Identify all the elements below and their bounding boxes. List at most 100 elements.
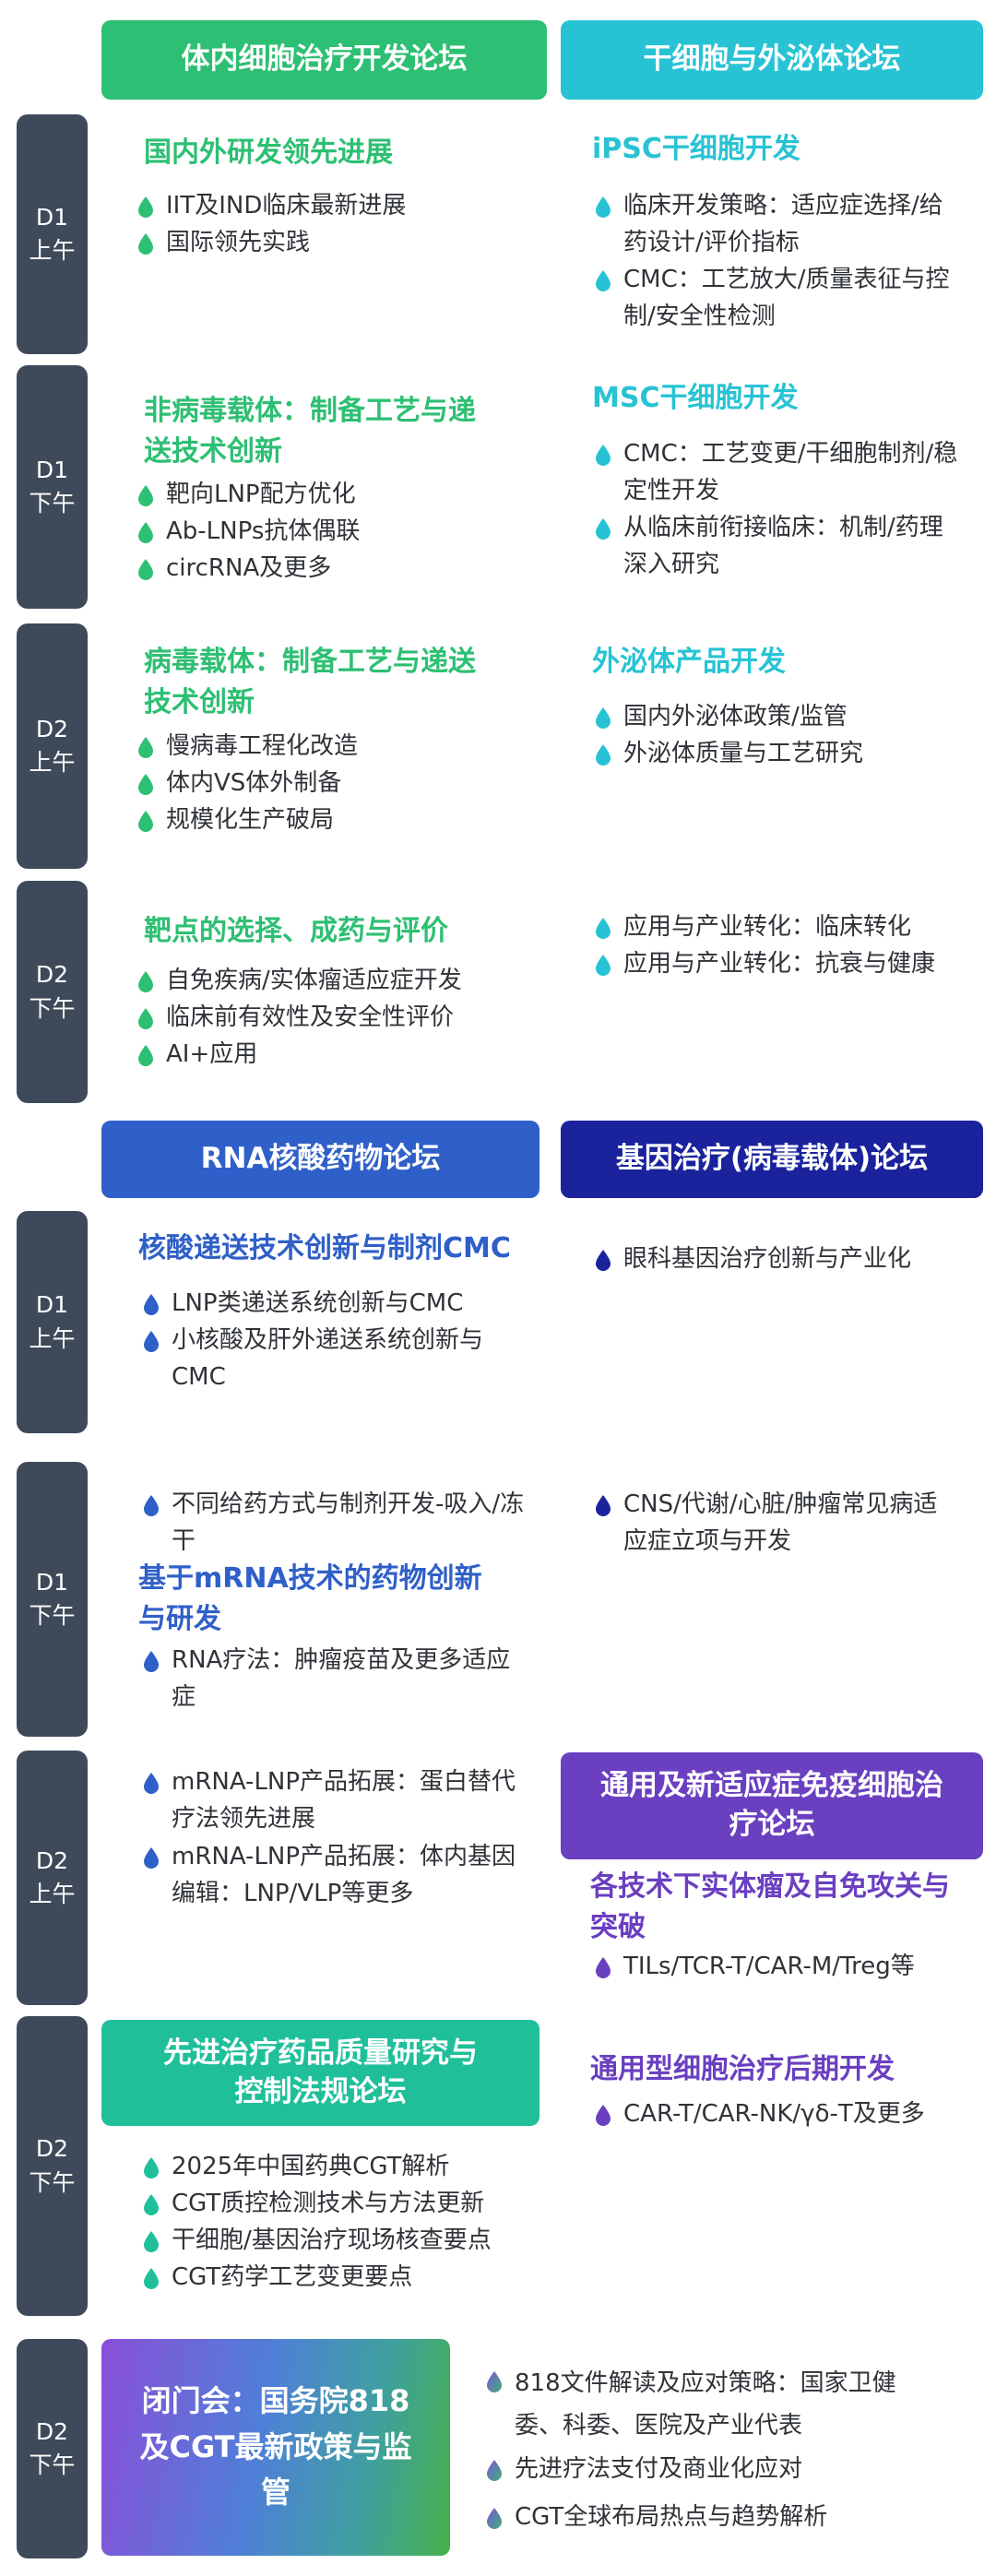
drop-icon xyxy=(144,1331,159,1352)
drop-icon xyxy=(144,1495,159,1516)
drop-icon xyxy=(138,1008,153,1029)
day-period: 上午 xyxy=(29,1324,76,1352)
drop-icon xyxy=(144,2157,159,2178)
session-item: 不同给药方式与制剂开发-吸入/冻干 xyxy=(144,1486,531,1560)
forum-header-stem-cell: 干细胞与外泌体论坛 xyxy=(561,20,983,100)
item-text: 小核酸及肝外递送系统创新与CMC xyxy=(172,1326,484,1391)
item-text: RNA疗法：肿瘤疫苗及更多适应症 xyxy=(172,1646,511,1711)
day-period: 下午 xyxy=(29,994,76,1022)
day-label-d2-pm: D2 下午 xyxy=(17,2016,88,2316)
drop-icon xyxy=(596,196,611,218)
item-text: 应用与产业转化：抗衰与健康 xyxy=(623,950,936,978)
item-text: LNP类递送系统创新与CMC xyxy=(172,1289,464,1317)
day-label-d1-am: D1 上午 xyxy=(17,1211,88,1433)
forum-header-immune-cell: 通用及新适应症免疫细胞治疗论坛 xyxy=(561,1752,983,1859)
item-text: CNS/代谢/心脏/肿瘤常见病适应症立项与开发 xyxy=(623,1490,938,1555)
session-item: 外泌体质量与工艺研究 xyxy=(596,735,965,772)
item-text: circRNA及更多 xyxy=(166,554,332,582)
session-item: 国际领先实践 xyxy=(138,224,535,261)
session-item: AI+应用 xyxy=(138,1036,535,1073)
drop-icon xyxy=(596,918,611,939)
session-item: CNS/代谢/心脏/肿瘤常见病适应症立项与开发 xyxy=(596,1486,955,1560)
session-title: 病毒载体：制备工艺与递送技术创新 xyxy=(144,646,476,718)
item-text: 先进疗法支付及商业化应对 xyxy=(515,2455,803,2483)
day-number: D1 xyxy=(35,1568,69,1596)
forum-title: 先进治疗药品质量研究与控制法规论坛 xyxy=(163,2036,478,2108)
day-label-d2-pm: D2 下午 xyxy=(17,881,88,1103)
forum-title: 干细胞与外泌体论坛 xyxy=(643,42,901,77)
item-text: 规模化生产破局 xyxy=(166,806,335,834)
drop-icon xyxy=(138,774,153,795)
drop-icon xyxy=(487,2460,502,2481)
session-item: mRNA-LNP产品拓展：体内基因编辑：LNP/VLP等更多 xyxy=(144,1838,522,1912)
item-text: 从临床前衔接临床：机制/药理深入研究 xyxy=(623,514,943,578)
session-item: 从临床前衔接临床：机制/药理深入研究 xyxy=(596,509,965,583)
session-item: 应用与产业转化：抗衰与健康 xyxy=(596,945,965,982)
drop-icon xyxy=(144,1773,159,1794)
session-item: CGT全球布局热点与趋势解析 xyxy=(487,2499,911,2535)
item-text: TILs/TCR-T/CAR-M/Treg等 xyxy=(623,1953,915,1980)
session-item: CGT质控检测技术与方法更新 xyxy=(144,2185,540,2222)
drop-icon xyxy=(144,2268,159,2289)
drop-icon xyxy=(138,485,153,506)
session-item: 818文件解读及应对策略：国家卫健委、科委、医院及产业代表 xyxy=(487,2362,911,2447)
day-period: 下午 xyxy=(29,490,76,516)
drop-icon xyxy=(596,1957,611,1978)
drop-icon xyxy=(144,2231,159,2252)
session-title: 基于mRNA技术的药物创新与研发 xyxy=(138,1562,482,1635)
item-text: 慢病毒工程化改造 xyxy=(166,732,359,760)
forum-header-quality: 先进治疗药品质量研究与控制法规论坛 xyxy=(101,2020,540,2126)
day-label-d1-am: D1 上午 xyxy=(17,114,88,354)
item-text: 自免疾病/实体瘤适应症开发 xyxy=(166,967,462,994)
session-item: circRNA及更多 xyxy=(138,550,535,587)
item-text: CGT药学工艺变更要点 xyxy=(172,2263,413,2291)
item-text: 临床前有效性及安全性评价 xyxy=(166,1003,455,1031)
item-text: 干细胞/基因治疗现场核查要点 xyxy=(172,2226,492,2254)
item-text: CMC：工艺放大/质量表征与控制/安全性检测 xyxy=(623,266,950,330)
session-item: 先进疗法支付及商业化应对 xyxy=(487,2451,911,2487)
forum-title: 体内细胞治疗开发论坛 xyxy=(181,42,468,77)
day-number: D2 xyxy=(35,1846,69,1874)
item-text: 应用与产业转化：临床转化 xyxy=(623,913,912,941)
session-item: TILs/TCR-T/CAR-M/Treg等 xyxy=(596,1948,974,1985)
forum-header-closing: 闭门会：国务院818及CGT最新政策与监管 xyxy=(101,2339,450,2556)
session-item: IIT及IND临床最新进展 xyxy=(138,187,535,224)
item-text: IIT及IND临床最新进展 xyxy=(166,192,407,220)
forum-title: 闭门会：国务院818及CGT最新政策与监管 xyxy=(139,2383,412,2511)
session-title: 靶点的选择、成药与评价 xyxy=(144,915,448,947)
day-number: D1 xyxy=(35,203,69,231)
day-number: D1 xyxy=(35,1291,69,1319)
session-item: RNA疗法：肿瘤疫苗及更多适应症 xyxy=(144,1642,522,1715)
item-text: CGT全球布局热点与趋势解析 xyxy=(515,2503,828,2531)
forum-header-rna: RNA核酸药物论坛 xyxy=(101,1121,540,1198)
drop-icon xyxy=(144,1847,159,1869)
session-item: mRNA-LNP产品拓展：蛋白替代疗法领先进展 xyxy=(144,1763,522,1837)
session-item: CGT药学工艺变更要点 xyxy=(144,2259,540,2296)
day-number: D2 xyxy=(35,2135,69,2163)
item-text: 不同给药方式与制剂开发-吸入/冻干 xyxy=(172,1490,525,1555)
item-text: AI+应用 xyxy=(166,1040,258,1068)
session-title: iPSC干细胞开发 xyxy=(592,133,800,165)
day-period: 上午 xyxy=(29,1881,76,1907)
item-text: 眼科基因治疗创新与产业化 xyxy=(623,1245,912,1273)
item-text: CGT质控检测技术与方法更新 xyxy=(172,2190,485,2217)
session-title: MSC干细胞开发 xyxy=(592,382,799,414)
day-label-d1-pm: D1 下午 xyxy=(17,365,88,609)
drop-icon xyxy=(596,518,611,540)
session-item: CMC：工艺放大/质量表征与控制/安全性检测 xyxy=(596,261,965,335)
item-text: 靶向LNP配方优化 xyxy=(166,481,356,508)
drop-icon xyxy=(487,2371,502,2392)
session-title: 非病毒载体：制备工艺与递送技术创新 xyxy=(144,395,476,468)
day-number: D2 xyxy=(35,961,69,989)
drop-icon xyxy=(596,955,611,976)
session-title: 通用型细胞治疗后期开发 xyxy=(590,2053,895,2085)
day-period: 下午 xyxy=(29,1602,76,1629)
forum-title: 基因治疗(病毒载体)论坛 xyxy=(615,1142,929,1176)
session-item: 靶向LNP配方优化 xyxy=(138,476,535,513)
session-item: 临床前有效性及安全性评价 xyxy=(138,999,535,1036)
day-label-d2-pm-closing: D2 下午 xyxy=(17,2339,88,2558)
session-item: 慢病毒工程化改造 xyxy=(138,728,535,765)
day-period: 上午 xyxy=(29,749,76,776)
drop-icon xyxy=(596,744,611,766)
session-item: 眼科基因治疗创新与产业化 xyxy=(596,1241,965,1277)
